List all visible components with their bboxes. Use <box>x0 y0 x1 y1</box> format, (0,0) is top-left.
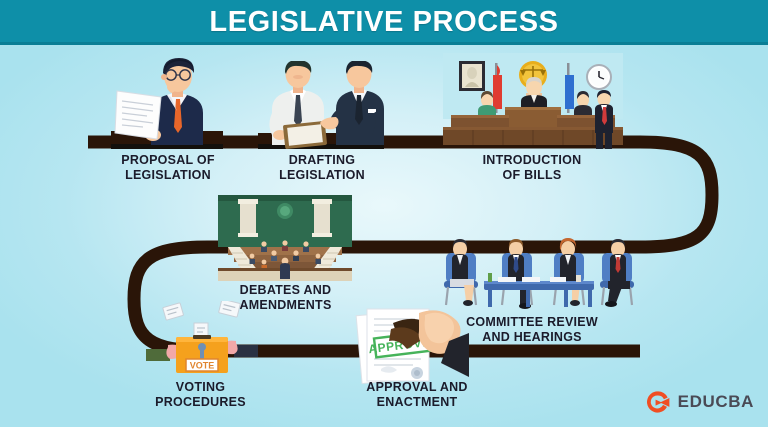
step-label-introduction: INTRODUCTION OF BILLS <box>482 153 582 182</box>
illustration-proposal <box>103 53 229 153</box>
page-title: LEGISLATIVE PROCESS <box>209 6 559 38</box>
infographic-canvas: PROPOSAL OF LEGISLATION <box>0 45 768 427</box>
educba-brand-text: EDUCBA <box>677 392 754 411</box>
illustration-drafting <box>258 61 384 153</box>
step-label-drafting: DRAFTING LEGISLATION <box>279 153 365 182</box>
ballot-box-vote-text: VOTE <box>190 361 215 371</box>
illustration-introduction <box>443 53 623 153</box>
illustration-committee <box>426 237 638 313</box>
educba-e-icon <box>646 391 670 413</box>
step-label-voting: VOTING PROCEDURES <box>155 380 246 409</box>
illustration-approval: APPROVED <box>341 297 469 385</box>
illustration-debates <box>218 195 352 281</box>
step-label-committee: COMMITTEE REVIEW AND HEARINGS <box>466 315 598 344</box>
step-label-approval: APPROVAL AND ENACTMENT <box>366 380 468 409</box>
step-label-proposal: PROPOSAL OF LEGISLATION <box>121 153 215 182</box>
process-flow-path <box>88 135 719 358</box>
step-label-debates: DEBATES AND AMENDMENTS <box>239 283 332 312</box>
educba-logo[interactable]: EDUCBA <box>645 389 754 415</box>
illustration-voting: VOTE <box>146 301 258 385</box>
header-bar: LEGISLATIVE PROCESS <box>0 0 768 45</box>
